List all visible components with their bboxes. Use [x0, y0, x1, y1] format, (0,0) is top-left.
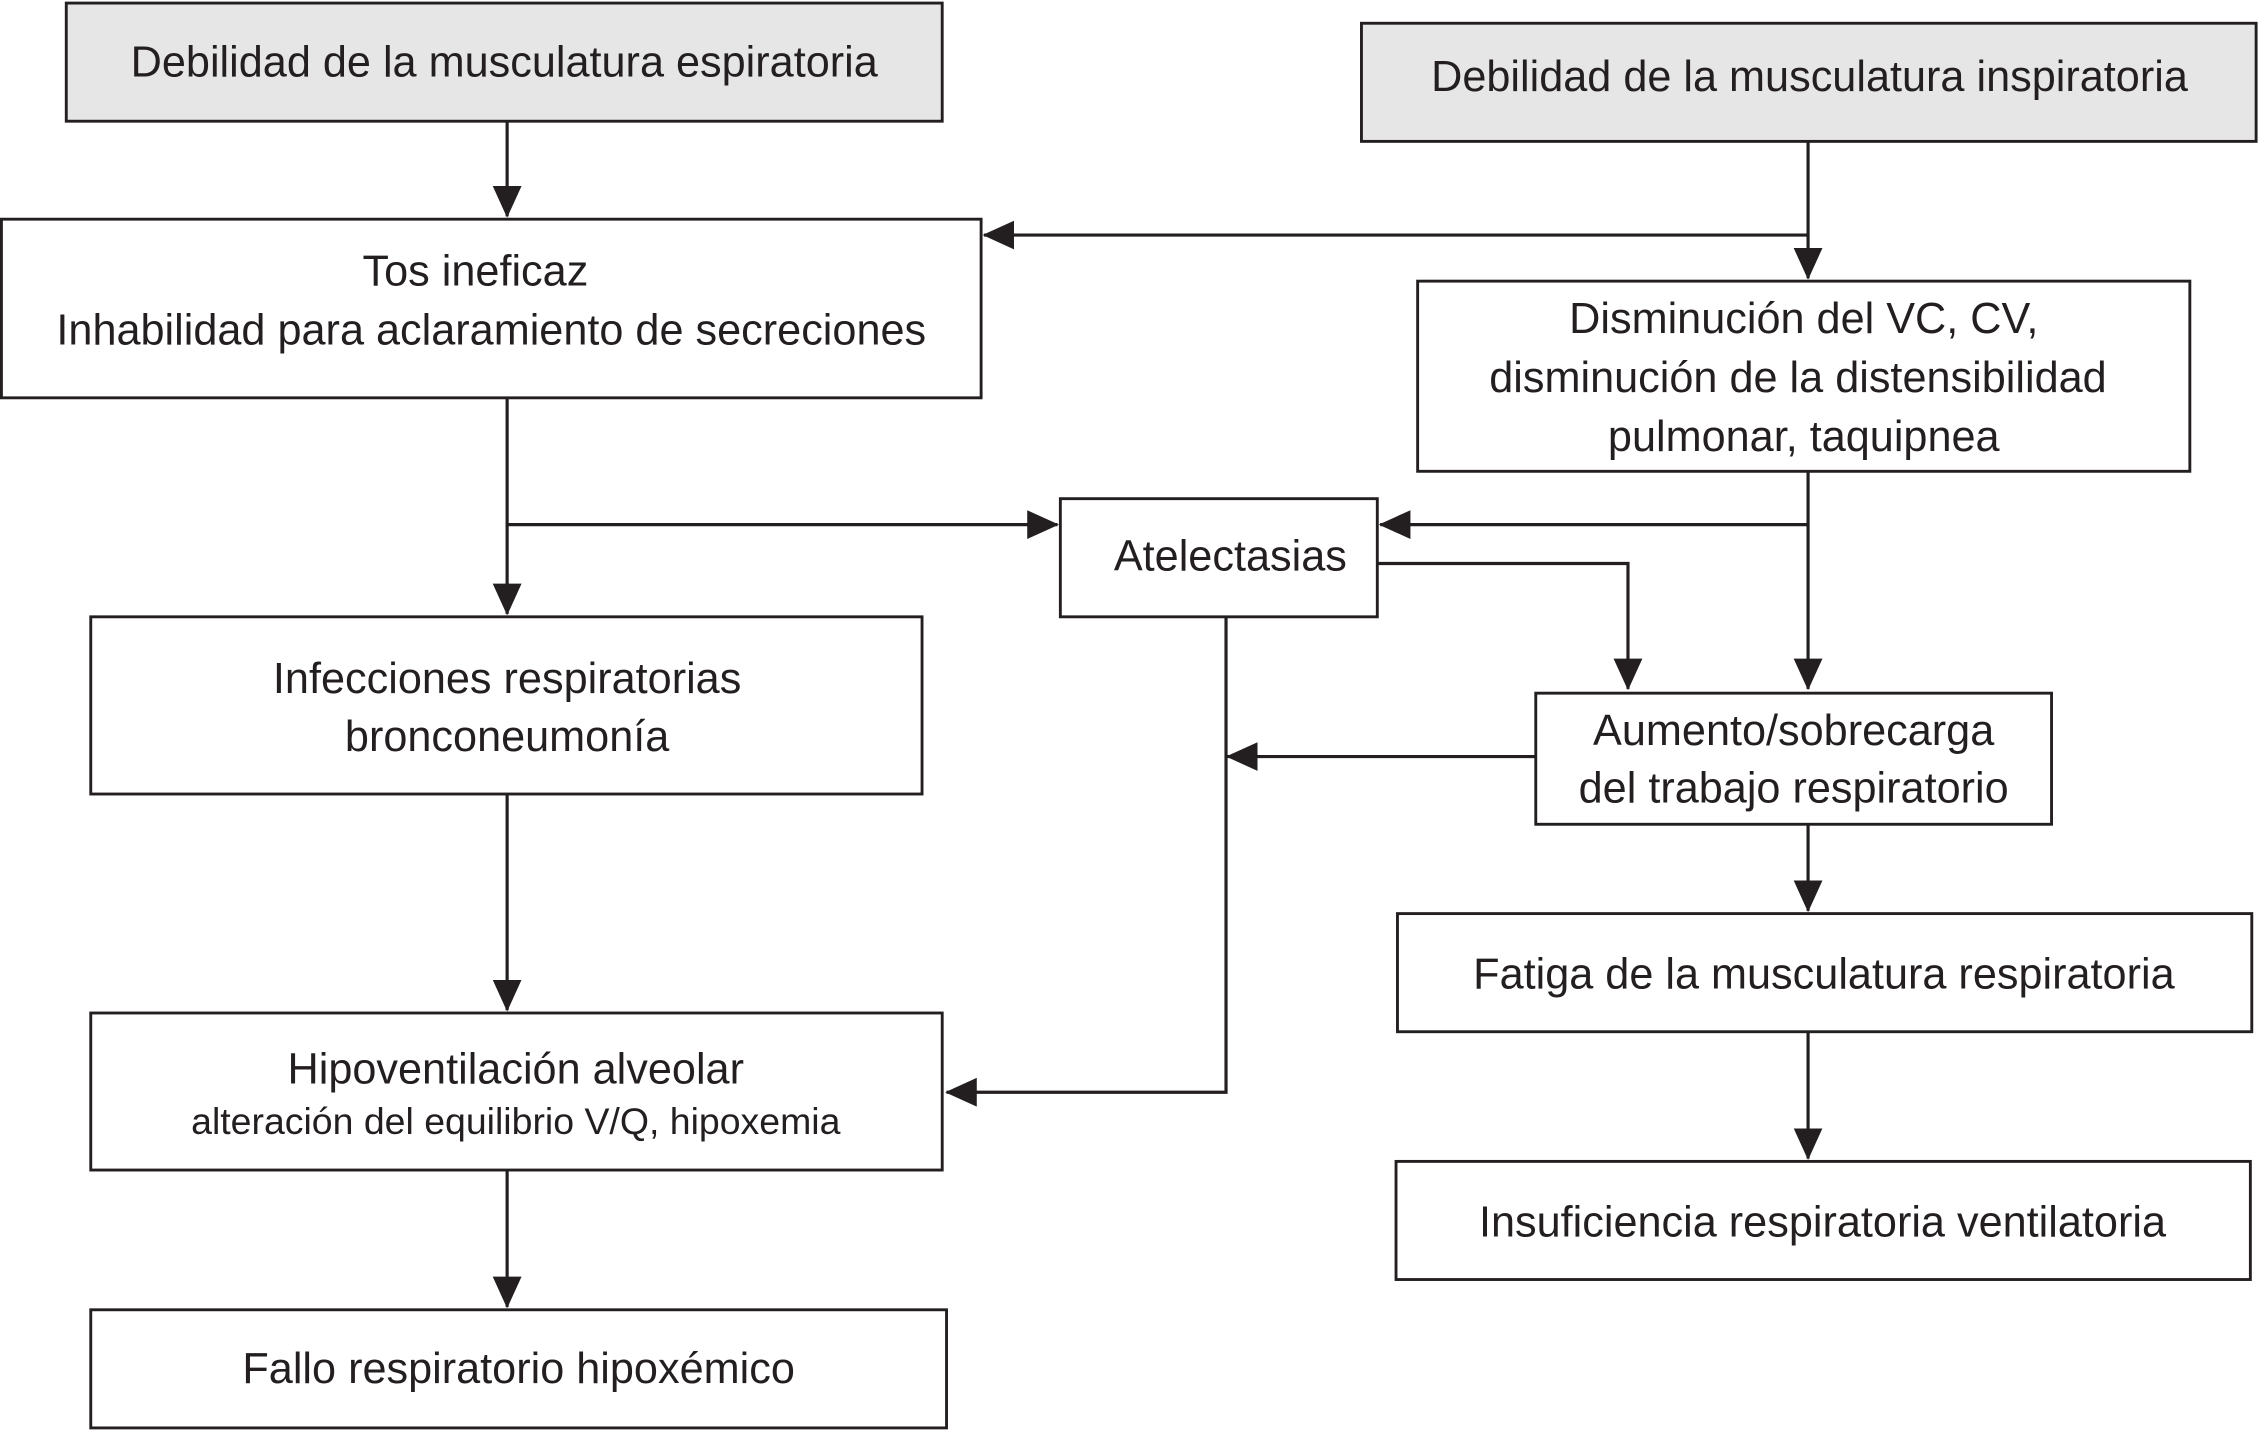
- node-aumento: Aumento/sobrecarga del trabajo respirato…: [1534, 691, 2053, 826]
- node-label: Disminución del VC, CV,: [1569, 295, 2038, 343]
- node-inspiratoria: Debilidad de la musculatura inspiratoria: [1360, 21, 2258, 143]
- node-atelectasias: Atelectasias: [1058, 497, 1379, 619]
- node-disminucion: Disminución del VC, CV, disminución de l…: [1416, 279, 2192, 473]
- node-insuficiencia: Insuficiencia respiratoria ventilatoria: [1394, 1159, 2252, 1281]
- node-label: pulmonar, taquipnea: [1608, 413, 2001, 461]
- node-fatiga: Fatiga de la musculatura respiratoria: [1396, 912, 2254, 1034]
- node-label: Aumento/sobrecarga: [1593, 707, 1995, 755]
- node-espiratoria: Debilidad de la musculatura espiratoria: [64, 1, 944, 123]
- node-label: Infecciones respiratorias: [273, 655, 741, 703]
- node-fallo: Fallo respiratorio hipoxémico: [89, 1308, 948, 1430]
- arrow-atelectasias-hipoventilacion: [945, 616, 1228, 1107]
- node-sublabel: alteración del equilibrio V/Q, hipoxemia: [191, 1100, 840, 1142]
- node-label: del trabajo respiratorio: [1579, 765, 2009, 813]
- node-label: Debilidad de la musculatura inspiratoria: [1431, 53, 2189, 101]
- node-label: Fatiga de la musculatura respiratoria: [1473, 951, 2175, 999]
- node-hipoventilacion: Hipoventilación alveolar alteración del …: [89, 1011, 944, 1172]
- node-label: Inhabilidad para aclaramiento de secreci…: [56, 307, 926, 355]
- arrow-atelectasias-aumento: [1377, 561, 1643, 691]
- node-label: Insuficiencia respiratoria ventilatoria: [1479, 1198, 2167, 1246]
- node-label: Fallo respiratorio hipoxémico: [242, 1345, 794, 1393]
- node-label: bronconeumonía: [345, 713, 670, 761]
- node-tos: Tos ineficaz Inhabilidad para aclaramien…: [0, 217, 983, 400]
- node-label: Hipoventilación alveolar: [288, 1046, 744, 1094]
- node-label: Debilidad de la musculatura espiratoria: [131, 39, 879, 87]
- node-infecciones: Infecciones respiratorias bronconeumonía: [89, 615, 924, 796]
- node-label: Tos ineficaz: [363, 247, 589, 295]
- node-label: Atelectasias: [1114, 533, 1347, 581]
- node-label: disminución de la distensibilidad: [1489, 354, 2106, 402]
- connectors: [492, 121, 1823, 1309]
